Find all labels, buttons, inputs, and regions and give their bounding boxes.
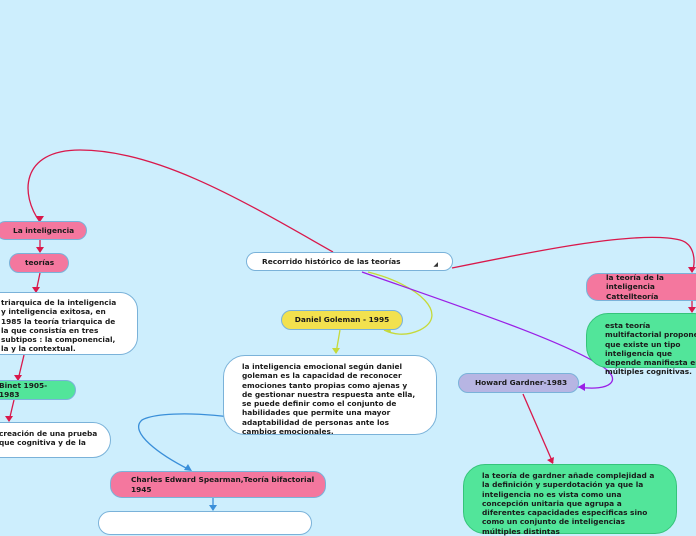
node-text: la inteligencia emocional según daniel g… (242, 362, 416, 436)
node-goleman[interactable]: Daniel Goleman - 1995 (281, 310, 403, 330)
node-text: la teoría de gardner añade complejidad a… (482, 471, 655, 536)
collapse-caret-icon[interactable]: ◢ (433, 261, 438, 268)
node-teorias[interactable]: teorías (9, 253, 69, 273)
node-gardner-text[interactable]: la teoría de gardner añade complejidad a… (463, 464, 677, 536)
node-cattell[interactable]: la teoría de la inteligencia Cattellteor… (586, 273, 696, 301)
node-spearman[interactable]: Charles Edward Spearman,Teoría bifactori… (110, 471, 326, 498)
node-text: creación de una prueba que cognitiva y d… (0, 429, 98, 448)
node-gardner[interactable]: Howard Gardner-1983 (458, 373, 579, 393)
node-label: Charles Edward Spearman,Teoría bifactori… (131, 475, 315, 494)
node-spearman-text[interactable] (98, 511, 312, 535)
central-topic[interactable]: Recorrido histórico de las teorías ◢ (246, 252, 453, 271)
node-la-inteligencia[interactable]: La inteligencia (0, 221, 87, 240)
node-label: Howard Gardner-1983 (475, 378, 568, 388)
node-binet[interactable]: Binet 1905-1983 (0, 380, 76, 400)
node-label: La inteligencia (13, 225, 75, 235)
node-label: Daniel Goleman - 1995 (294, 315, 390, 325)
node-label: la teoría de la inteligencia Cattellteor… (606, 273, 664, 301)
node-binet-text[interactable]: creación de una prueba que cognitiva y d… (0, 422, 111, 458)
node-text: triarquica de la inteligencia y intelige… (1, 298, 117, 354)
central-topic-label: Recorrido histórico de las teorías (262, 256, 401, 266)
node-label: teorías (25, 258, 55, 268)
node-text: esta teoría multifactorial propone que e… (605, 321, 696, 377)
node-cattell-text[interactable]: esta teoría multifactorial propone que e… (586, 313, 696, 376)
connector-lines (5, 149, 696, 511)
node-label: Binet 1905-1983 (0, 380, 48, 399)
node-triarquica-text[interactable]: triarquica de la inteligencia y intelige… (0, 292, 138, 355)
node-goleman-text[interactable]: la inteligencia emocional según daniel g… (223, 355, 437, 436)
